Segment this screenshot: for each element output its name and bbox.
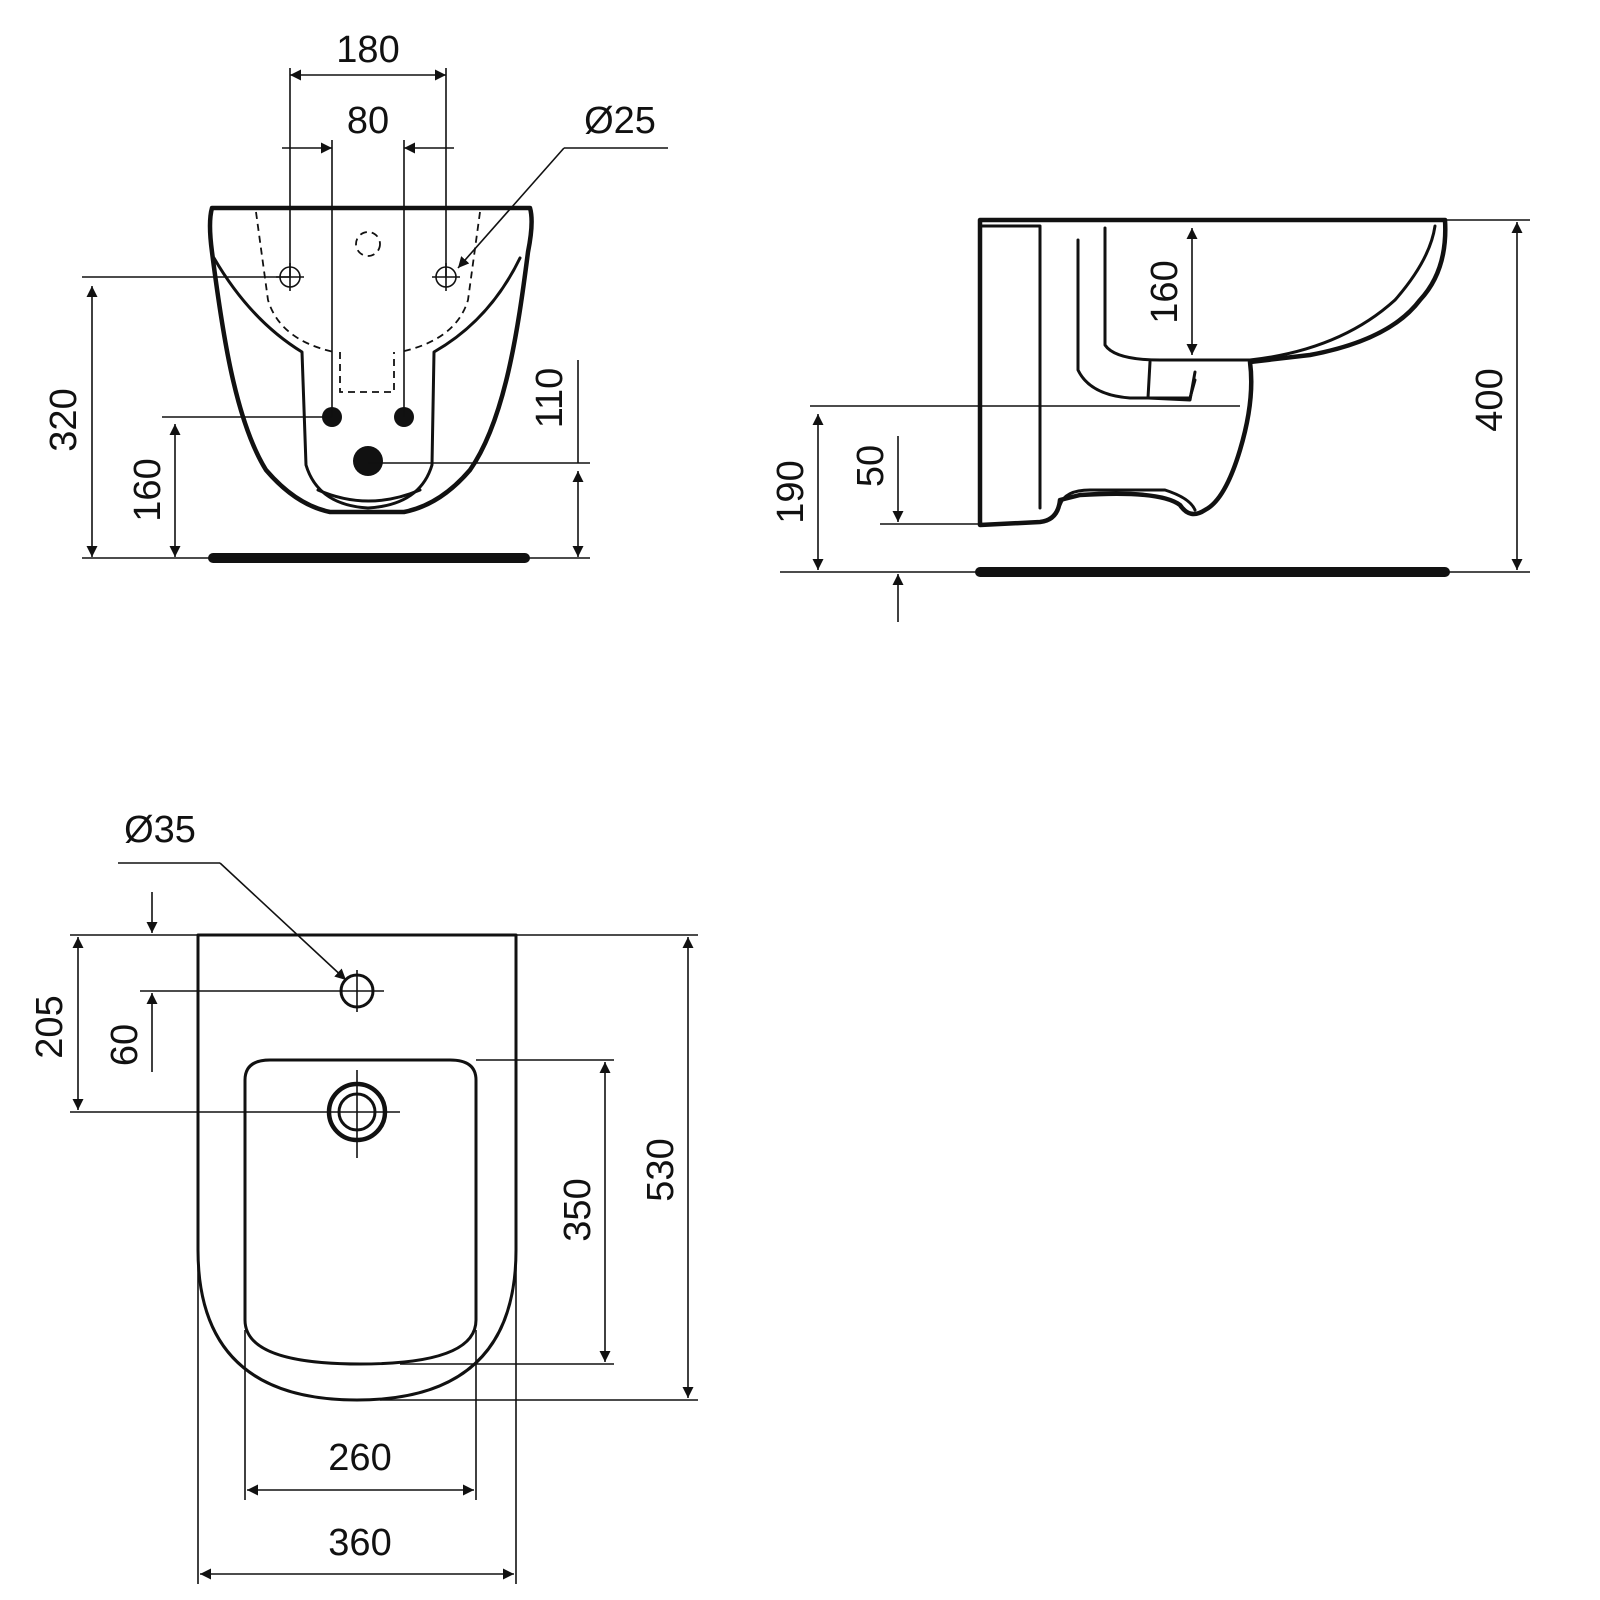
front-dim-320: 320 bbox=[43, 388, 85, 451]
side-view: 160 400 190 50 bbox=[770, 217, 1530, 622]
side-channel bbox=[1076, 238, 1197, 400]
front-hidden-box bbox=[339, 352, 395, 393]
side-dim-160: 160 bbox=[1144, 260, 1186, 323]
top-dim-tap-hole: Ø35 bbox=[124, 809, 196, 851]
front-dim-110: 110 bbox=[529, 368, 571, 429]
front-dim-160: 160 bbox=[127, 458, 169, 521]
front-waste-outlet bbox=[353, 446, 383, 476]
front-view: 180 80 Ø25 320 160 110 bbox=[43, 29, 668, 563]
front-hidden-line-left bbox=[255, 211, 335, 353]
top-dim-60: 60 bbox=[104, 1024, 146, 1066]
front-dim-180: 180 bbox=[336, 29, 399, 71]
top-dim-360: 360 bbox=[328, 1522, 391, 1564]
front-dim-80: 80 bbox=[347, 100, 389, 142]
top-outline bbox=[196, 933, 518, 1402]
front-dim-tap-hole: Ø25 bbox=[584, 100, 656, 142]
front-inner-channel bbox=[316, 488, 422, 503]
front-center-hole-hidden bbox=[355, 231, 381, 257]
side-outlet bbox=[1146, 360, 1197, 402]
side-dim-190: 190 bbox=[770, 460, 812, 523]
front-inner-rim bbox=[212, 256, 522, 510]
side-dim-400: 400 bbox=[1469, 368, 1511, 431]
side-dim-50: 50 bbox=[850, 445, 892, 487]
side-base-foot bbox=[1058, 488, 1197, 512]
top-dim-350: 350 bbox=[557, 1178, 599, 1241]
front-bowl-outline bbox=[207, 205, 534, 515]
top-bowl-opening bbox=[243, 1058, 478, 1366]
top-dim-530: 530 bbox=[640, 1138, 682, 1201]
side-outline bbox=[977, 217, 1448, 528]
top-dim-260: 260 bbox=[328, 1437, 391, 1479]
front-hidden-line-right bbox=[399, 211, 481, 353]
top-dim-205: 205 bbox=[29, 995, 71, 1058]
side-inner-bowl bbox=[1103, 224, 1437, 362]
side-wall-block bbox=[978, 224, 1042, 510]
top-view: Ø35 205 60 350 530 260 360 bbox=[29, 809, 698, 1584]
